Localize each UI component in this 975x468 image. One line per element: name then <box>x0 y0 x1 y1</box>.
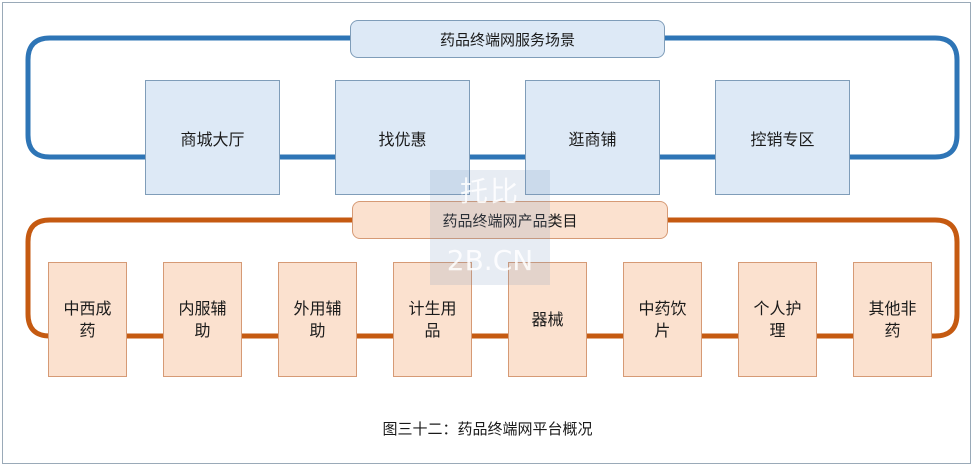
category-line: 外用辅 <box>293 298 342 318</box>
services-title: 药品终端网服务场景 <box>350 20 665 58</box>
service-box-mall-hall: 商城大厅 <box>145 80 280 195</box>
watermark-top: 托比 <box>459 175 520 208</box>
category-line: 助 <box>194 320 211 340</box>
service-box-browse-shops: 逛商铺 <box>525 80 660 195</box>
category-line: 计生用 <box>408 298 457 318</box>
figure-caption: 图三十二：药品终端网平台概况 <box>382 420 593 438</box>
service-box-find-discounts: 找优惠 <box>335 80 470 195</box>
category-line: 内服辅 <box>178 298 227 318</box>
category-box: 其他非药 <box>853 262 932 377</box>
category-line: 品 <box>424 320 441 340</box>
category-box: 个人护理 <box>738 262 817 377</box>
category-line: 中药饮 <box>638 298 687 318</box>
category-box: 中西成药 <box>48 262 127 377</box>
categories-loop <box>25 217 960 339</box>
categories-title: 药品终端网产品类目 <box>352 201 668 239</box>
category-box: 计生用品 <box>393 262 472 377</box>
category-line: 药 <box>79 320 96 340</box>
category-box: 内服辅助 <box>163 262 242 377</box>
category-line: 助 <box>309 320 326 340</box>
service-box-controlled-sales: 控销专区 <box>715 80 850 195</box>
category-line: 其他非 <box>868 298 917 318</box>
category-line: 理 <box>769 320 786 340</box>
watermark-bottom: 2B.CN <box>446 244 534 277</box>
category-line: 个人护 <box>753 298 802 318</box>
category-line: 药 <box>884 320 901 340</box>
category-line: 器械 <box>531 309 564 329</box>
services-loop <box>25 35 960 160</box>
watermark: 托比 2B.CN <box>430 170 550 285</box>
category-line: 中西成 <box>63 298 112 318</box>
category-box: 中药饮片 <box>623 262 702 377</box>
category-line: 片 <box>654 320 671 340</box>
category-box: 外用辅助 <box>278 262 357 377</box>
category-box: 器械 <box>508 262 587 377</box>
